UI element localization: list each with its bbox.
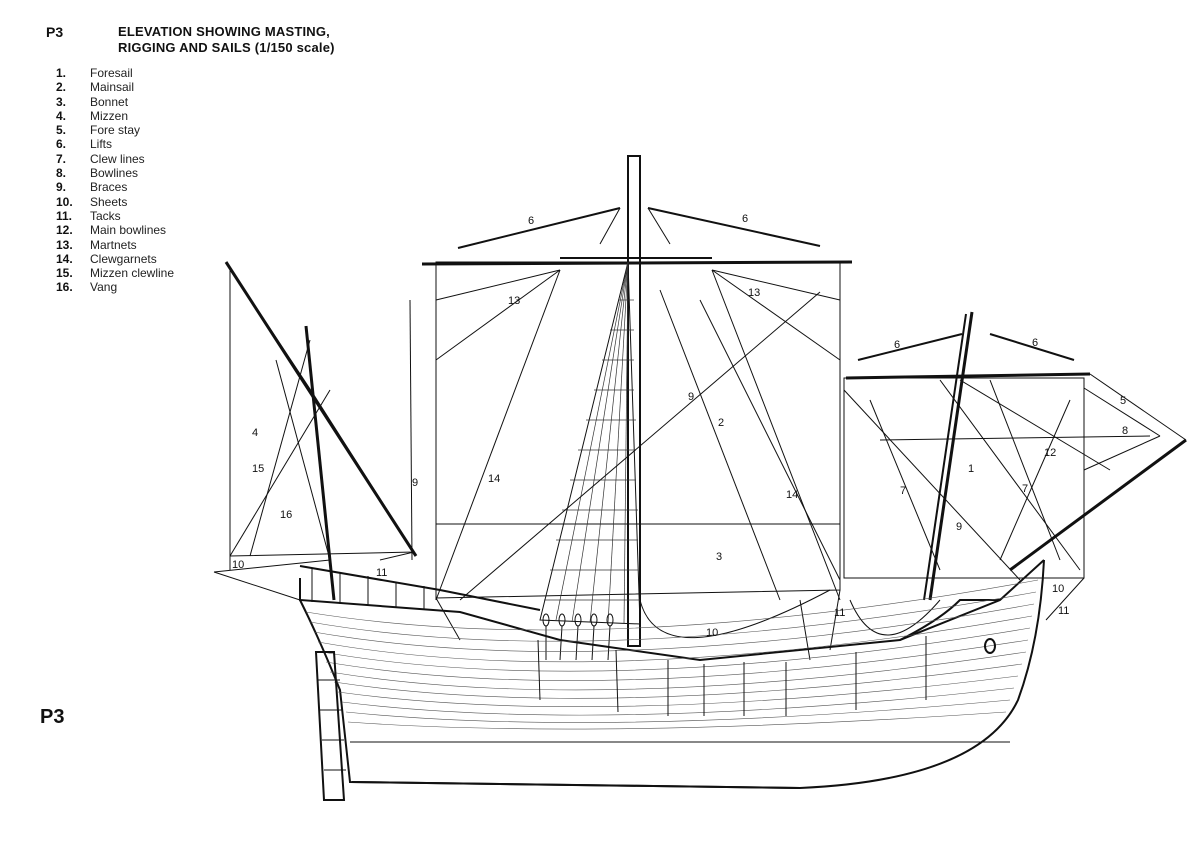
callout-clewgarnet: 14 (786, 489, 798, 501)
hull-planking (305, 579, 1039, 730)
callout-brace: 9 (956, 521, 962, 533)
lift-line (599, 207, 621, 245)
legend-item: 14.Clewgarnets (56, 251, 157, 266)
bowline (1083, 387, 1161, 437)
legend-item: 6.Lifts (56, 137, 113, 152)
legend-item: 5.Fore stay (56, 123, 141, 138)
legend-item: 11.Tacks (56, 208, 121, 223)
lift-line (457, 207, 621, 249)
legend-item: 15.Mizzen clewline (56, 266, 175, 281)
callout-sheet: 10 (706, 627, 718, 639)
main-yard (421, 260, 853, 266)
callout-bowline: 8 (1122, 425, 1128, 437)
callout-lift: 6 (894, 339, 900, 351)
callout-lift: 6 (742, 213, 748, 225)
foresail-foot-curve (849, 599, 941, 636)
bowsprit (1009, 438, 1187, 572)
callout-fore-stay: 5 (1120, 395, 1126, 407)
hawse-hole (984, 638, 996, 654)
rigging-legend: 1.Foresail 2.Mainsail 3.Bonnet 4.Mizzen … (56, 66, 174, 295)
callout-tack: 11 (834, 607, 845, 619)
lift-line (647, 207, 821, 247)
poop-rail (299, 565, 541, 611)
callout-vang: 16 (280, 509, 292, 521)
hull-outline (299, 559, 1045, 790)
legend-item: 8.Bowlines (56, 166, 139, 181)
bowline (1083, 435, 1161, 471)
callout-brace: 9 (412, 477, 418, 489)
legend-item: 16.Vang (56, 280, 118, 295)
hull-frames (537, 636, 927, 716)
callout-clewgarnet: 14 (488, 473, 500, 485)
callout-brace: 9 (688, 391, 694, 403)
callout-martnet: 13 (508, 295, 520, 307)
bonnet-foot-curve (639, 589, 831, 638)
fore-stay (1089, 373, 1187, 441)
mizzen-mast (304, 325, 336, 601)
plate-title: ELEVATION SHOWING MASTING, RIGGING AND S… (118, 24, 335, 56)
mizzen-yard (224, 261, 418, 557)
title-line-2: RIGGING AND SAILS (1/150 scale) (118, 40, 335, 55)
legend-item: 12.Main bowlines (56, 223, 167, 238)
callout-sheet: 10 (1052, 583, 1064, 595)
plate-code: P3 (46, 24, 64, 40)
lift-line (989, 333, 1075, 361)
callout-mizzen-clewline: 15 (252, 463, 264, 475)
shroud-ratlines (544, 261, 640, 625)
callout-clew-line: 7 (1022, 483, 1028, 495)
callout-main-bowline: 12 (1044, 447, 1056, 459)
legend-item: 3.Bonnet (56, 94, 129, 109)
keel (351, 781, 801, 789)
callout-martnet: 13 (748, 287, 760, 299)
running-rigging (213, 269, 1151, 661)
fore-mast (928, 311, 974, 601)
lift-line (647, 207, 671, 245)
legend-item: 1.Foresail (56, 66, 133, 80)
legend-item: 9.Braces (56, 180, 128, 195)
callout-lift: 6 (528, 215, 534, 227)
lift-line (857, 333, 963, 361)
callout-sheet: 10 (232, 559, 244, 571)
rail-stanchions (311, 568, 425, 610)
legend-item: 10.Sheets (56, 194, 128, 209)
callout-lift: 6 (1032, 337, 1038, 349)
callout-tack: 11 (1058, 605, 1069, 617)
callout-clew-line: 7 (900, 485, 906, 497)
callout-mainsail: 2 (718, 417, 724, 429)
callout-foresail: 1 (968, 463, 974, 475)
main-mast (627, 155, 641, 647)
legend-item: 2.Mainsail (56, 80, 135, 95)
legend-item: 13.Martnets (56, 237, 137, 252)
callout-mizzen: 4 (252, 427, 258, 439)
callout-tack: 11 (376, 567, 387, 579)
legend-item: 4.Mizzen (56, 108, 129, 123)
rudder (314, 651, 346, 801)
fore-mast-edge (923, 313, 967, 601)
callout-bonnet: 3 (716, 551, 722, 563)
rudder-pintles (318, 679, 346, 771)
fore-yard (845, 372, 1091, 380)
legend-item: 7.Clew lines (56, 151, 145, 166)
foresail (843, 377, 1085, 579)
plate-label: P3 (40, 706, 65, 728)
title-line-1: ELEVATION SHOWING MASTING, (118, 24, 330, 39)
